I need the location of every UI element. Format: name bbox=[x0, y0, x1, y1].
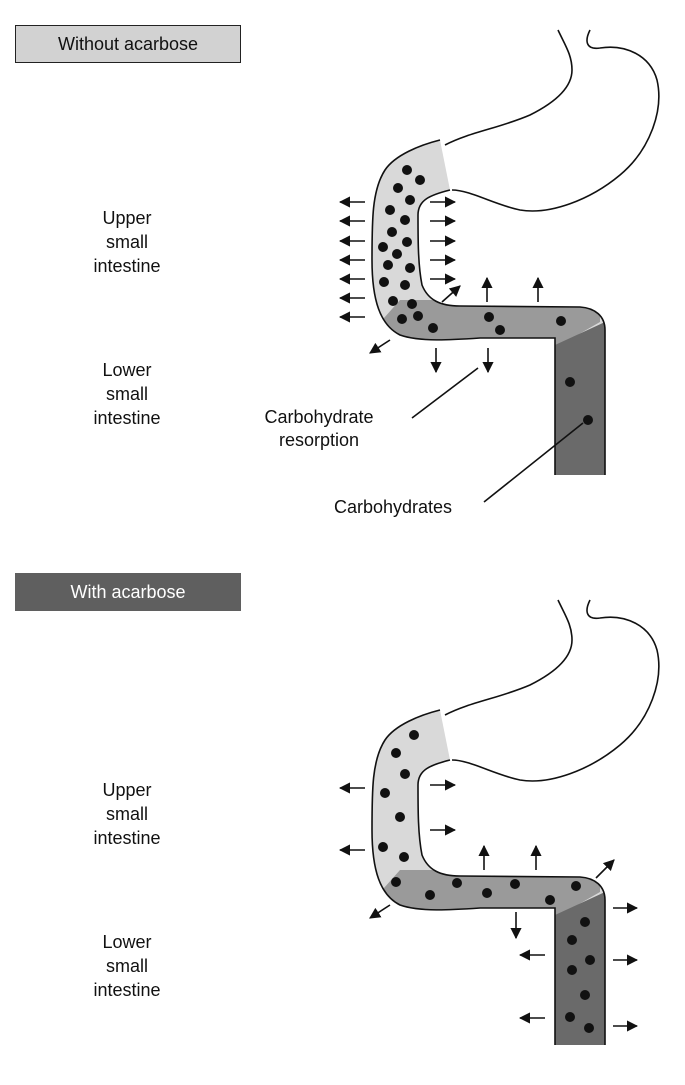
intestine-outline bbox=[371, 709, 606, 1045]
lower-segment bbox=[555, 892, 605, 1045]
resorption-arrows bbox=[338, 779, 639, 1032]
label-line: small bbox=[105, 804, 148, 824]
label-line: Carbohydrates bbox=[333, 497, 453, 517]
lower-small-intestine-label: Lower small intestine bbox=[57, 358, 197, 430]
label-line: intestine bbox=[93, 408, 161, 428]
carbohydrates-label: Carbohydrates bbox=[313, 496, 473, 519]
carbohydrates-leader bbox=[483, 422, 584, 503]
lower-segment bbox=[555, 322, 605, 475]
label-line: intestine bbox=[93, 256, 161, 276]
intestine-outline bbox=[371, 139, 606, 475]
stomach-outline bbox=[444, 599, 660, 782]
label-line: intestine bbox=[93, 828, 161, 848]
label-line: small bbox=[105, 384, 148, 404]
panel-title: With acarbose bbox=[70, 581, 186, 602]
carbohydrate-dots bbox=[378, 165, 593, 425]
carbohydrate-dots bbox=[378, 730, 595, 1033]
label-line: Lower bbox=[102, 932, 152, 952]
label-line: small bbox=[105, 956, 148, 976]
panel-title: Without acarbose bbox=[57, 33, 199, 54]
stomach-outline bbox=[444, 29, 660, 212]
label-line: Carbohydrate bbox=[264, 407, 374, 427]
lower-small-intestine-label: Lower small intestine bbox=[57, 930, 197, 1002]
label-line: resorption bbox=[278, 430, 360, 450]
label-line: Upper bbox=[102, 780, 152, 800]
label-line: Lower bbox=[102, 360, 152, 380]
with-acarbose-box: With acarbose bbox=[15, 573, 241, 611]
upper-small-intestine-label: Upper small intestine bbox=[57, 206, 197, 278]
resorption-arrows bbox=[338, 196, 544, 374]
carbohydrate-resorption-label: Carbohydrate resorption bbox=[247, 406, 391, 452]
panel-with-acarbose bbox=[338, 599, 660, 1045]
label-line: Upper bbox=[102, 208, 152, 228]
upper-small-intestine-label: Upper small intestine bbox=[57, 778, 197, 850]
without-acarbose-box: Without acarbose bbox=[15, 25, 241, 63]
label-line: small bbox=[105, 232, 148, 252]
label-line: intestine bbox=[93, 980, 161, 1000]
resorption-leader bbox=[411, 367, 479, 419]
